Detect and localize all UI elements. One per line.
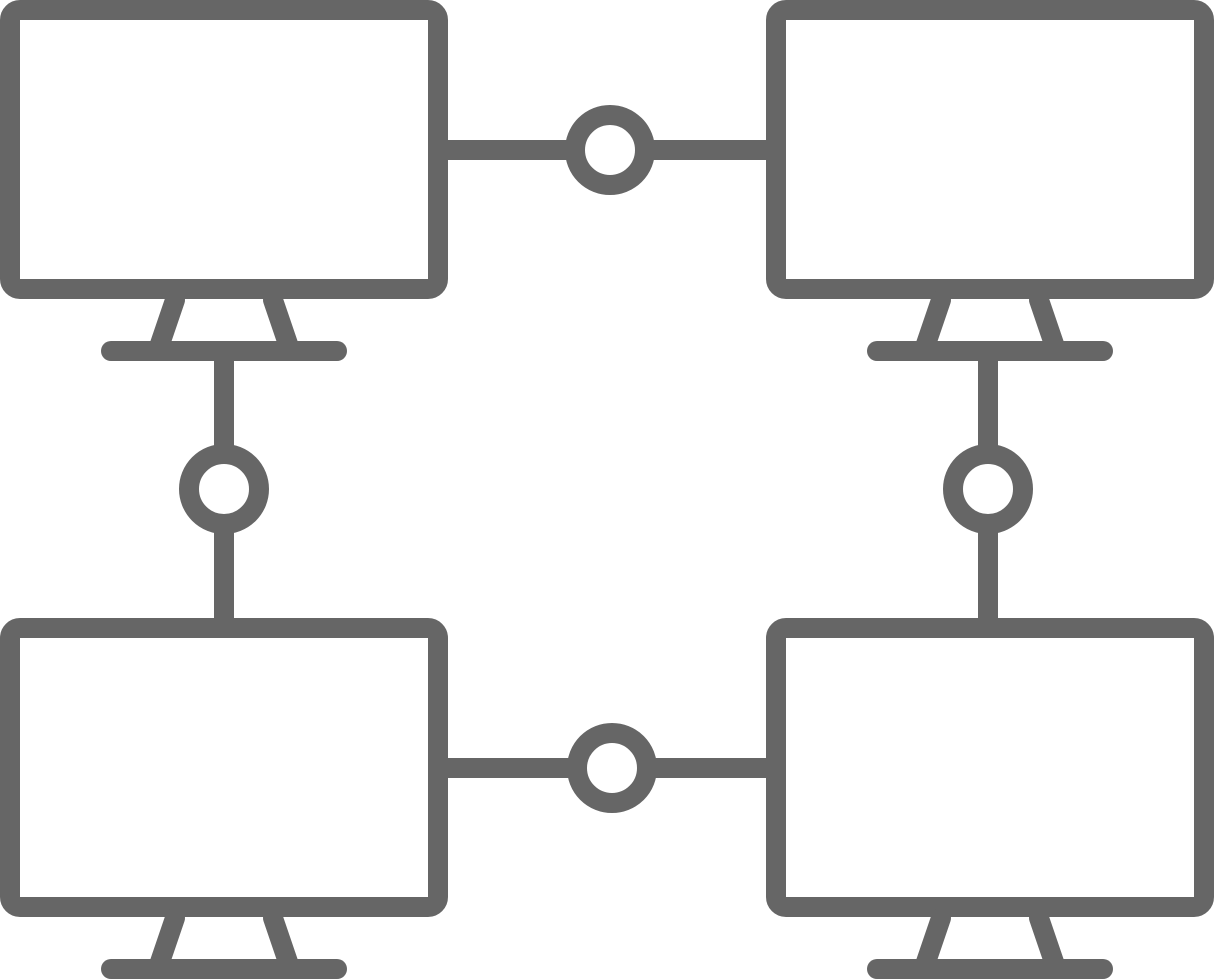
monitor-icon [766,0,1214,299]
monitor-top-left [0,0,448,361]
monitor-stand-leg [1029,290,1064,354]
monitor-bottom-left [0,618,448,979]
node-circle-icon [179,444,269,534]
monitor-icon [0,0,448,299]
monitor-stand-leg [916,908,951,972]
node-circle-icon [565,105,655,195]
node-circle-icon [943,444,1033,534]
monitor-stand-leg [263,908,298,972]
monitor-stand-leg [916,290,951,354]
node-circle-icon [567,723,657,813]
monitor-stand-leg [263,290,298,354]
monitor-top-right [766,0,1214,361]
monitor-icon [0,618,448,917]
monitor-icon [766,618,1214,917]
monitor-stand-leg [150,908,185,972]
monitor-stand-leg [1029,908,1064,972]
monitor-stand-leg [150,290,185,354]
monitor-bottom-right [766,618,1214,979]
